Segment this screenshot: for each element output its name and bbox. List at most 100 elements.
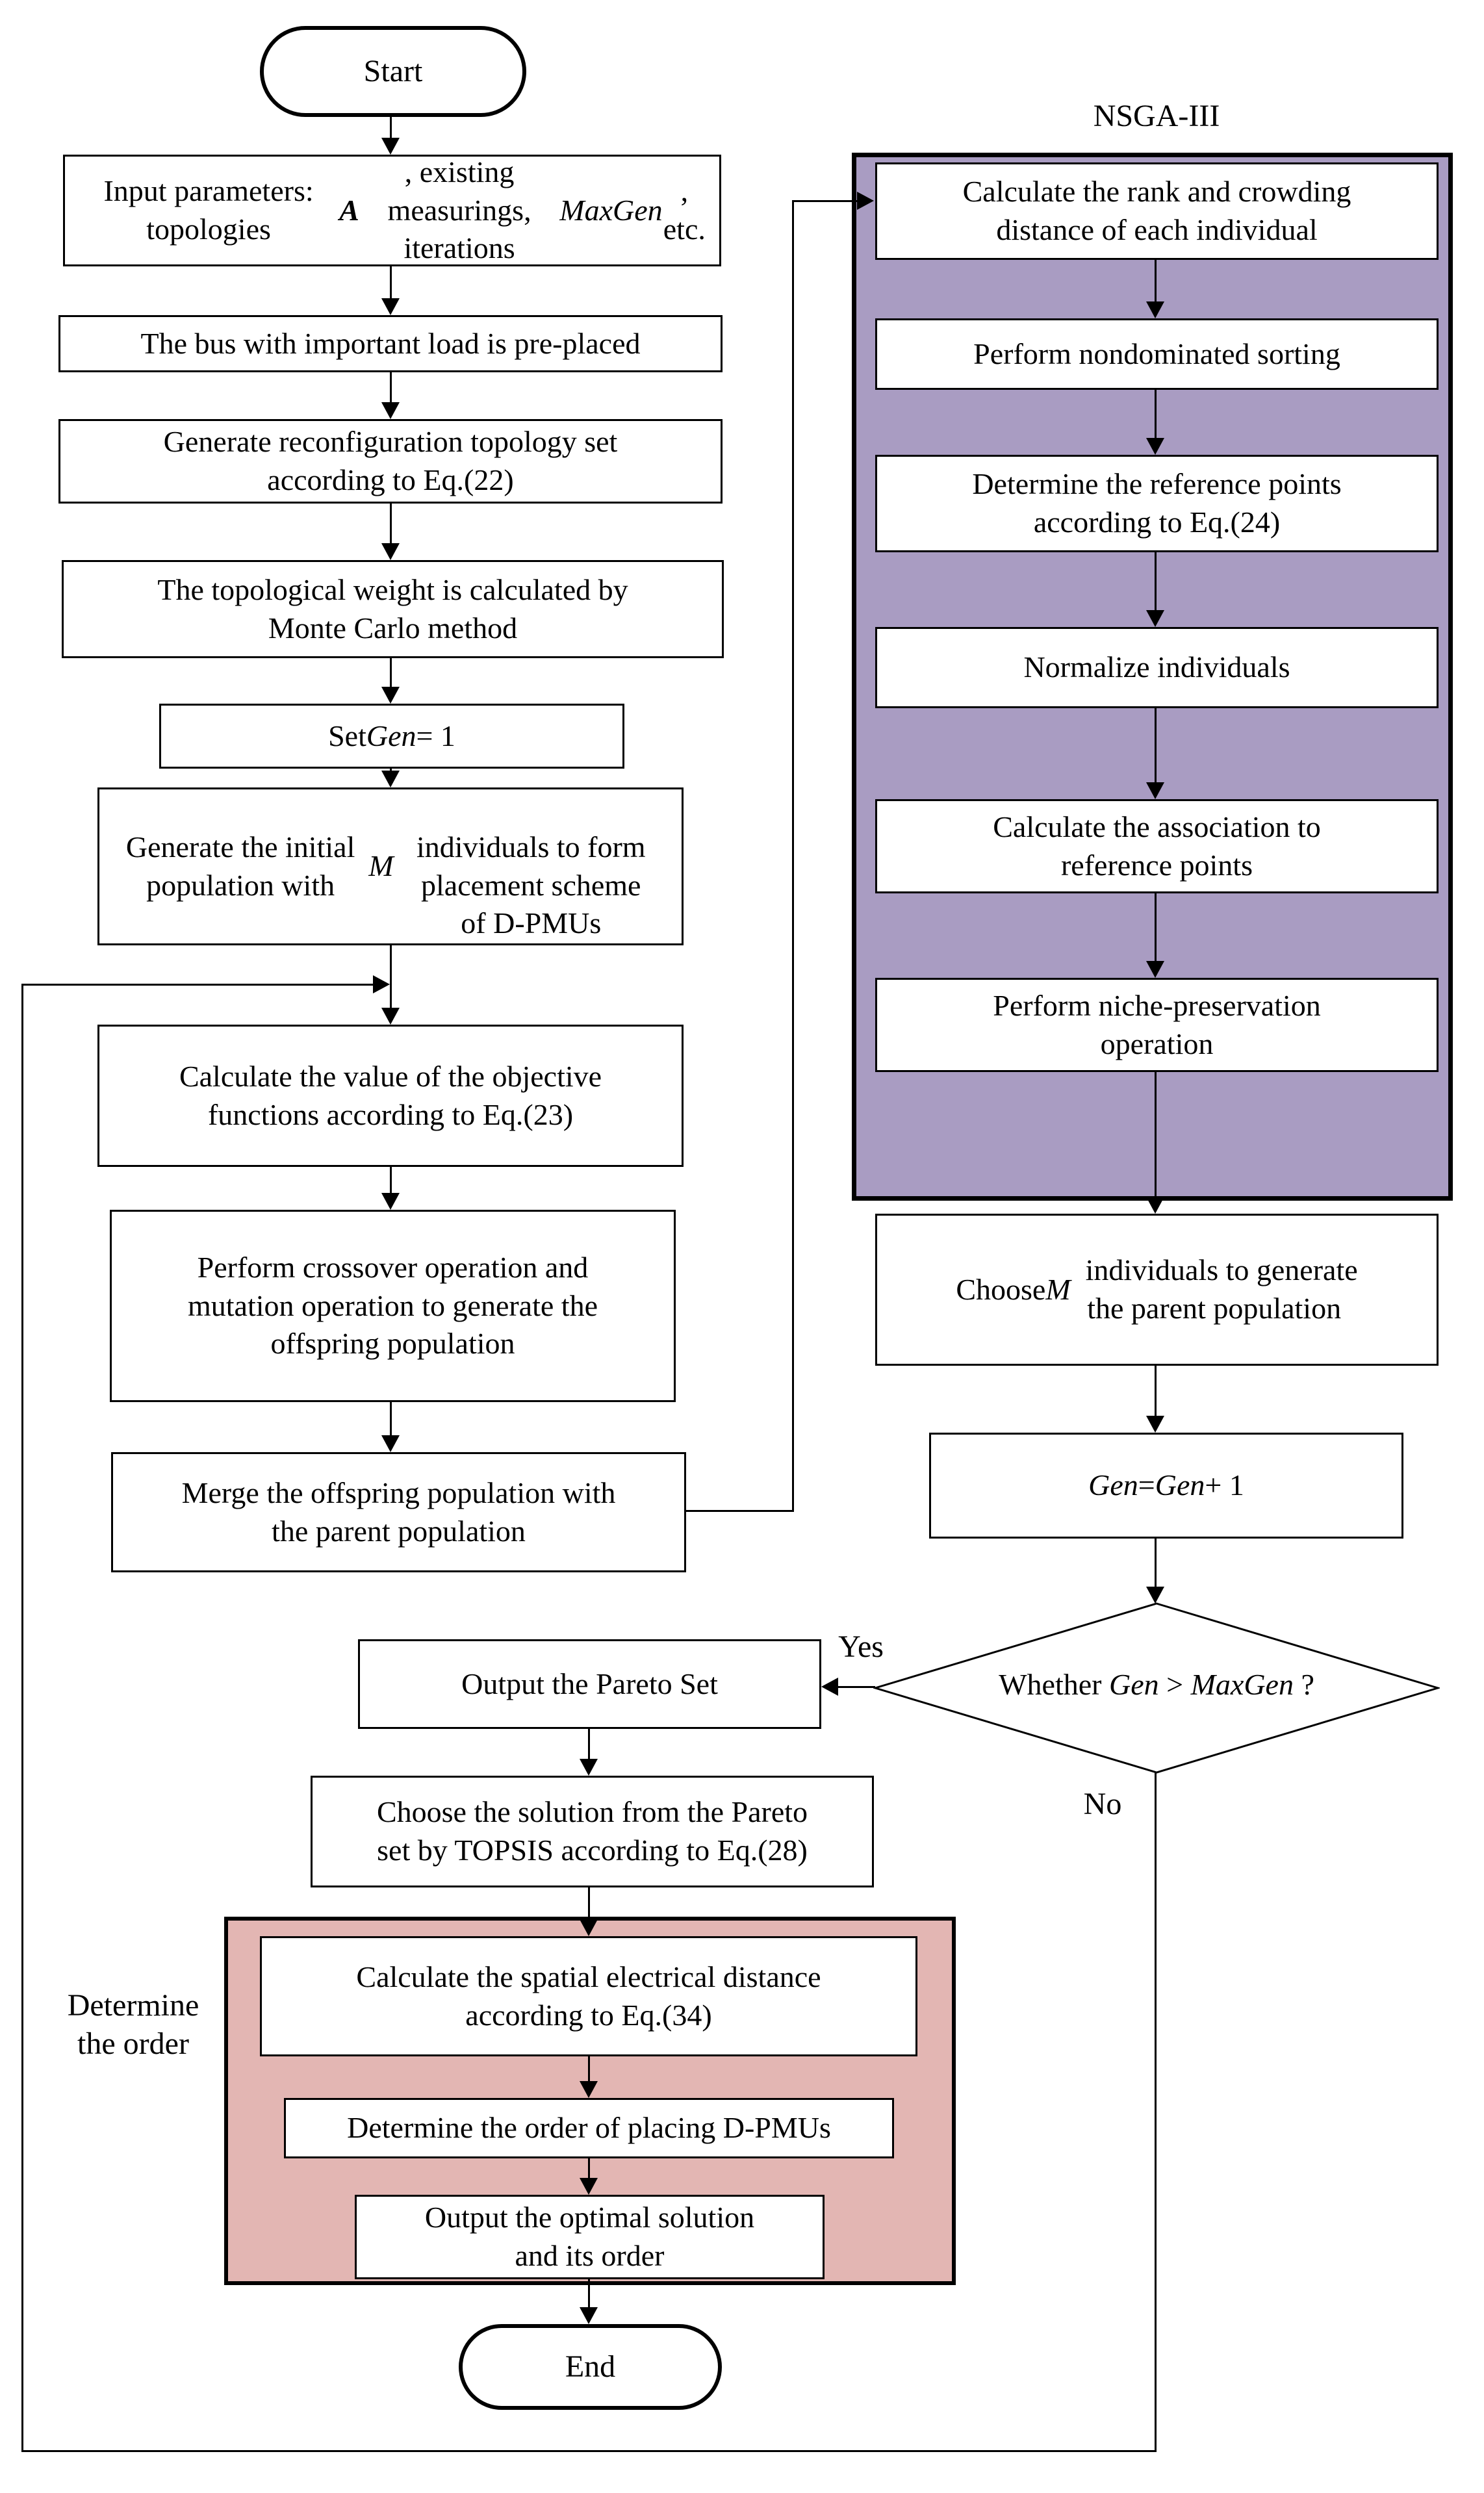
arrowhead-topsis-spatial: [580, 1919, 598, 1936]
edge-nsga-exit: [1155, 1072, 1157, 1197]
node-merge-populations: Merge the offspring population with the …: [111, 1452, 686, 1572]
node-spatial-electrical-distance: Calculate the spatial electrical distanc…: [260, 1936, 917, 2056]
arrowhead-pareto-topsis: [580, 1759, 598, 1776]
edge-input-bus: [390, 266, 392, 300]
edge-topsis-spatial: [588, 1887, 590, 1919]
node-topological-weight: The topological weight is calculated by …: [62, 560, 724, 658]
node-nsga-niche-preservation: Perform niche-preservation operation: [875, 978, 1439, 1072]
text-run: M: [368, 849, 394, 883]
node-gen-increment: Gen = Gen + 1: [929, 1433, 1403, 1539]
node-nsga-nondominated-sorting: Perform nondominated sorting: [875, 318, 1439, 390]
arrowhead-topology-monte: [381, 543, 400, 560]
arrowhead-objective-crossover: [381, 1193, 400, 1210]
edge-optimal-end: [588, 2279, 590, 2307]
edge-bus-topology: [390, 372, 392, 403]
text-run: individuals to form placement scheme of …: [416, 830, 646, 940]
edge-pareto-topsis: [588, 1729, 590, 1759]
text-run: individuals to generate the parent popul…: [1085, 1253, 1358, 1325]
arrowhead-choose-geninc: [1146, 1416, 1164, 1433]
arrowhead-nsga-4-5: [1146, 782, 1164, 799]
edge-loop-left: [21, 984, 23, 2452]
arrowhead-order-optimal: [580, 2178, 598, 2195]
text-run: >: [1158, 1668, 1191, 1701]
text-run: =: [1138, 1468, 1155, 1502]
node-topsis-selection: Choose the solution from the Pareto set …: [311, 1776, 874, 1887]
edge-nsga-1-2: [1155, 260, 1157, 301]
node-set-gen: Set Gen = 1: [159, 704, 624, 769]
node-crossover-mutation: Perform crossover operation and mutation…: [110, 1210, 676, 1402]
text-run: Gen: [1108, 1668, 1159, 1701]
node-initial-population: Generate the initial population with M i…: [97, 787, 684, 945]
arrowhead-optimal-end: [580, 2307, 598, 2324]
edge-start-input: [390, 117, 392, 138]
arrowhead-nsga-3-4: [1146, 610, 1164, 627]
edge-objective-crossover: [390, 1167, 392, 1194]
arrowhead-spatial-order: [580, 2081, 598, 2098]
text-run: Input parameters: topologies: [103, 174, 314, 246]
node-preplace-bus: The bus with important load is pre-place…: [58, 315, 723, 372]
node-end: End: [459, 2324, 722, 2410]
node-objective-functions: Calculate the value of the objective fun…: [97, 1025, 684, 1167]
arrowhead-crossover-merge: [381, 1435, 400, 1452]
edge-spatial-order: [588, 2056, 590, 2081]
node-input-parameters: Input parameters: topologies A , existing…: [63, 155, 721, 266]
text-run: Set: [328, 719, 366, 752]
text-run: Gen: [366, 719, 416, 752]
node-generate-topology-set: Generate reconfiguration topology set ac…: [58, 419, 723, 504]
text-run: Choose: [956, 1272, 1046, 1306]
node-nsga-rank-crowding: Calculate the rank and crowding distance…: [875, 162, 1439, 260]
edge-choose-geninc: [1155, 1366, 1157, 1416]
node-choose-individuals: Choose M individuals to generate the par…: [875, 1214, 1439, 1366]
label-yes: Yes: [838, 1630, 884, 1664]
node-output-optimal-solution: Output the optimal solution and its orde…: [355, 2195, 825, 2279]
edge-merge-connector-horizontal: [686, 1510, 794, 1512]
edge-crossover-merge: [390, 1402, 392, 1437]
edge-topology-monte: [390, 504, 392, 544]
arrowhead-loop-reentry: [373, 975, 390, 993]
text-run: , etc.: [663, 174, 706, 246]
node-order-of-placing: Determine the order of placing D-PMUs: [284, 2098, 894, 2158]
arrowhead-monte-setgen: [381, 687, 400, 704]
edge-setgen-initpop: [390, 769, 392, 772]
node-start: Start: [260, 26, 526, 117]
edge-loop-reentry: [21, 984, 374, 986]
text-run: + 1: [1205, 1468, 1244, 1502]
nsga-panel-title: NSGA-III: [1093, 99, 1220, 133]
arrowhead-nsga-exit: [1146, 1197, 1164, 1214]
arrowhead-nsga-2-3: [1146, 438, 1164, 455]
text-run: Whether: [999, 1668, 1109, 1701]
text-run: MaxGen: [1190, 1668, 1294, 1701]
arrowhead-start-input: [381, 138, 400, 155]
arrowhead-nsga-5-6: [1146, 961, 1164, 978]
edge-no-branch-down: [1155, 1772, 1157, 2452]
node-decision-label: Whether Gen > MaxGen ?: [897, 1667, 1416, 1702]
arrowhead-yes-branch: [821, 1678, 838, 1696]
node-output-pareto-set: Output the Pareto Set: [358, 1639, 821, 1729]
edge-nsga-4-5: [1155, 708, 1157, 782]
text-run: Gen: [1155, 1468, 1205, 1502]
determine-order-label: Determine the order: [67, 1988, 199, 2061]
node-nsga-normalize: Normalize individuals: [875, 627, 1439, 708]
edge-nsga-5-6: [1155, 893, 1157, 961]
text-run: Generate the initial population with: [125, 830, 355, 902]
node-decision-shape: [873, 1602, 1440, 1774]
text-run: M: [1045, 1272, 1071, 1306]
label-no: No: [1083, 1787, 1122, 1821]
text-run: ?: [1293, 1668, 1314, 1701]
arrowhead-into-nsga: [857, 192, 874, 210]
text-run: , existing measurings, iterations: [387, 155, 531, 265]
edge-nsga-3-4: [1155, 552, 1157, 610]
edge-order-optimal: [588, 2158, 590, 2178]
arrowhead-bus-topology: [381, 402, 400, 419]
node-nsga-association: Calculate the association to reference p…: [875, 799, 1439, 893]
edge-nsga-2-3: [1155, 390, 1157, 438]
text-run: A: [339, 193, 359, 227]
edge-monte-setgen: [390, 658, 392, 688]
node-nsga-reference-points: Determine the reference points according…: [875, 455, 1439, 552]
arrowhead-geninc-decision: [1146, 1587, 1164, 1604]
text-run: Gen: [1088, 1468, 1138, 1502]
arrowhead-setgen-initpop: [381, 771, 400, 787]
arrowhead-nsga-1-2: [1146, 301, 1164, 318]
edge-yes-branch: [838, 1686, 875, 1688]
